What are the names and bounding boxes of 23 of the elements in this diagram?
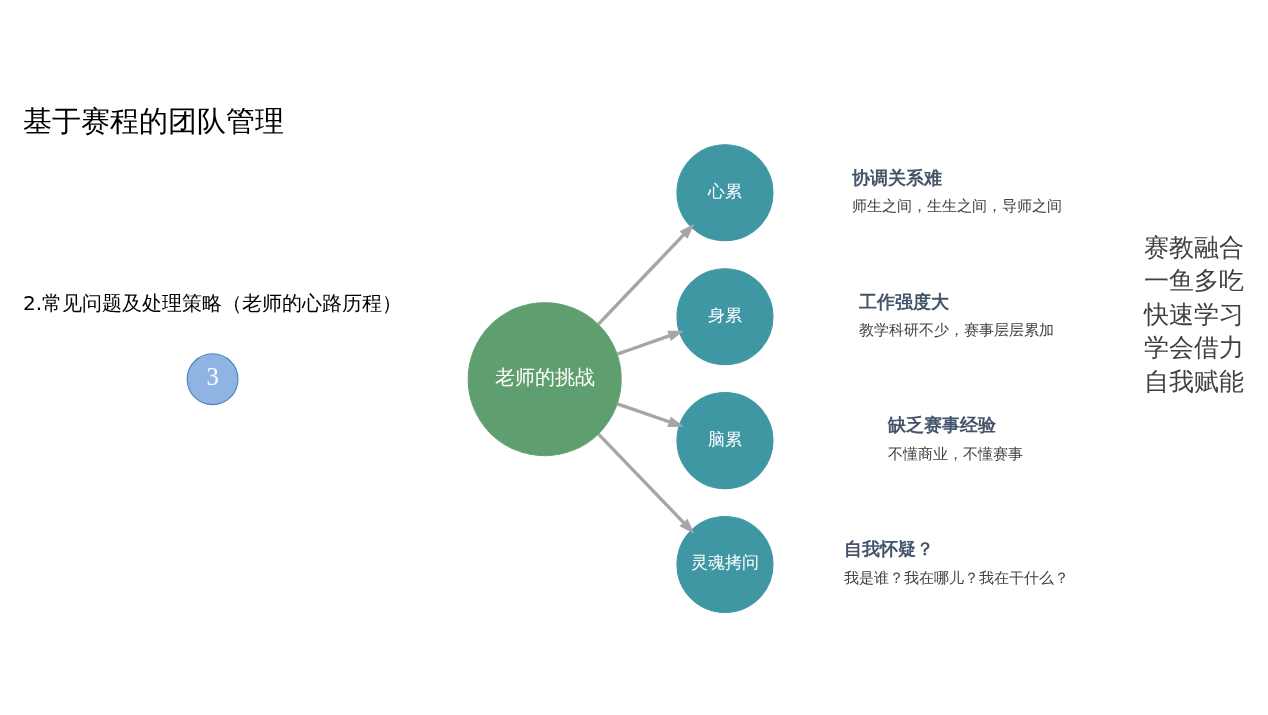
node-label: 自我怀疑？ — [844, 537, 935, 559]
node-label: 我是谁？我在哪儿？我在干什么？ — [844, 569, 1070, 586]
label: 学会借力 — [1143, 332, 1244, 362]
label: 2.常见问题及处理策略（老师的心路历程） — [22, 290, 403, 315]
node-label: 缺乏赛事经验 — [887, 413, 996, 435]
node-circle: 3 — [186, 352, 239, 405]
node-label: 工作强度大 — [858, 290, 949, 312]
arrow — [597, 432, 695, 534]
node-label: 师生之间，生生之间，导师之间 — [852, 197, 1063, 214]
node-circle: 老师的挑战 — [467, 301, 622, 456]
node-label: 不懂商业，不懂赛事 — [887, 445, 1023, 462]
label: 一鱼多吃 — [1143, 265, 1244, 295]
diagram-title: 基于赛程的团队管理 — [23, 103, 285, 138]
node-label: 教学科研不少，赛事层层累加 — [858, 321, 1054, 338]
node-circle: 脑累 — [676, 391, 774, 489]
arrow — [616, 401, 684, 427]
label: 赛教融合 — [1143, 232, 1244, 262]
arrow — [616, 330, 684, 356]
arrow — [597, 223, 695, 325]
node-label: 协调关系难 — [852, 166, 943, 188]
node-circle: 身累 — [676, 267, 774, 365]
label: 快速学习 — [1143, 299, 1244, 329]
label: 自我赋能 — [1143, 366, 1244, 396]
